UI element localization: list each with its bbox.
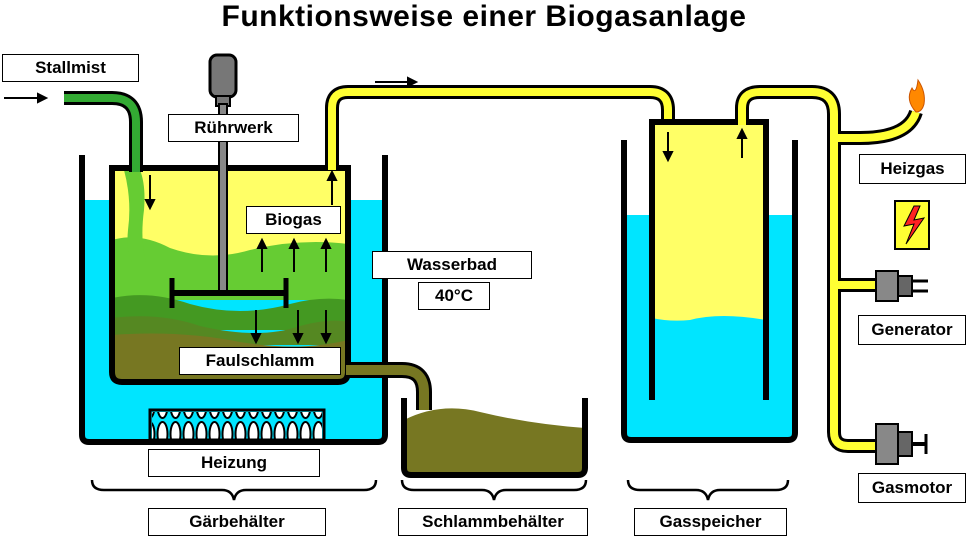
- label-gasmotor: Gasmotor: [858, 473, 966, 503]
- high-voltage-warning-icon: [894, 200, 930, 250]
- arrow-biogas-pipe: [375, 76, 419, 88]
- brace-gaerbehaelter: [90, 479, 378, 501]
- label-ruehrwerk: Rührwerk: [168, 114, 299, 142]
- flame-icon: [908, 78, 925, 113]
- label-stallmist: Stallmist: [2, 54, 139, 82]
- arrow-sludge-down-3: [320, 310, 332, 345]
- label-heizgas: Heizgas: [859, 154, 966, 184]
- sludge-container: [401, 398, 588, 478]
- page-title: Funktionsweise einer Biogasanlage: [221, 0, 747, 33]
- label-heizung: Heizung: [148, 449, 320, 477]
- arrow-biogas-rise-1: [256, 237, 268, 272]
- section-braces: [90, 479, 790, 501]
- biogas-pipe: [325, 85, 675, 170]
- label-generator: Generator: [858, 315, 966, 345]
- label-temperature: 40°C: [418, 282, 490, 310]
- arrow-inlet: [4, 92, 49, 104]
- heating-coil-icon: [148, 408, 326, 442]
- arrow-sludge-down-1: [250, 310, 262, 345]
- label-faulschlamm: Faulschlamm: [179, 347, 341, 375]
- gas-engine-icon: [875, 423, 928, 465]
- brace-schlammbehaelter: [400, 479, 588, 501]
- gas-storage-bell: [649, 119, 769, 400]
- brace-gasspeicher: [626, 479, 790, 501]
- arrow-sludge-down-2: [292, 310, 304, 345]
- gas-outlet-pipe: [735, 85, 923, 453]
- label-gasspeicher: Gasspeicher: [634, 508, 787, 536]
- sludge-outlet-pipe: [346, 362, 432, 410]
- electric-plug-icon: [875, 270, 928, 302]
- label-schlammbehaelter: Schlammbehälter: [398, 508, 588, 536]
- arrow-storage-out: [736, 127, 748, 158]
- arrow-biogas-rise-3: [320, 237, 332, 272]
- arrow-manure-down: [144, 175, 156, 211]
- manure-inlet-pipe: [64, 91, 143, 172]
- agitator: [169, 53, 289, 308]
- arrow-gas-up: [326, 169, 338, 205]
- label-gaerbehaelter: Gärbehälter: [148, 508, 326, 536]
- flow-arrows: [4, 76, 748, 345]
- arrow-biogas-rise-2: [288, 237, 300, 272]
- arrow-storage-in: [662, 132, 674, 163]
- label-biogas: Biogas: [246, 206, 341, 234]
- label-wasserbad: Wasserbad: [372, 251, 532, 279]
